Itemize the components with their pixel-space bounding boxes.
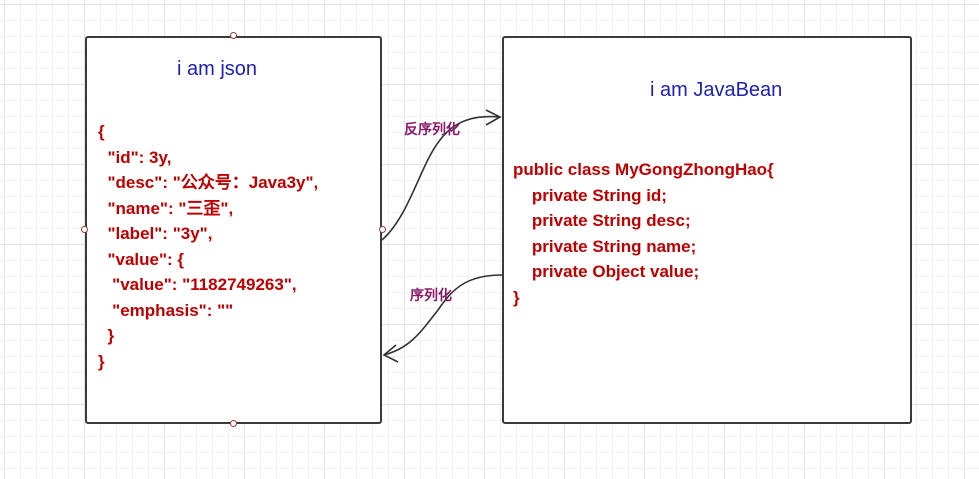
json-box-handle-top[interactable] — [230, 32, 237, 39]
deserialize-label: 反序列化 — [404, 121, 460, 137]
serialize-label: 序列化 — [410, 287, 452, 303]
json-box[interactable]: i am json { "id": 3y, "desc": "公众号：Java3… — [85, 36, 382, 424]
json-box-handle-bottom[interactable] — [230, 420, 237, 427]
json-box-handle-right[interactable] — [379, 226, 386, 233]
javabean-box[interactable]: i am JavaBean public class MyGongZhongHa… — [502, 36, 912, 424]
deserialize-arrowhead — [485, 109, 502, 126]
json-box-handle-left[interactable] — [81, 226, 88, 233]
json-code-block: { "id": 3y, "desc": "公众号：Java3y", "name"… — [98, 122, 319, 371]
serialize-arrow — [383, 274, 503, 356]
serialize-arrowhead — [382, 344, 399, 363]
json-box-title: i am json — [177, 58, 258, 80]
deserialize-arrow — [381, 115, 501, 241]
javabean-box-title: i am JavaBean — [650, 79, 783, 101]
javabean-code-block: public class MyGongZhongHao{ private Str… — [513, 160, 774, 307]
